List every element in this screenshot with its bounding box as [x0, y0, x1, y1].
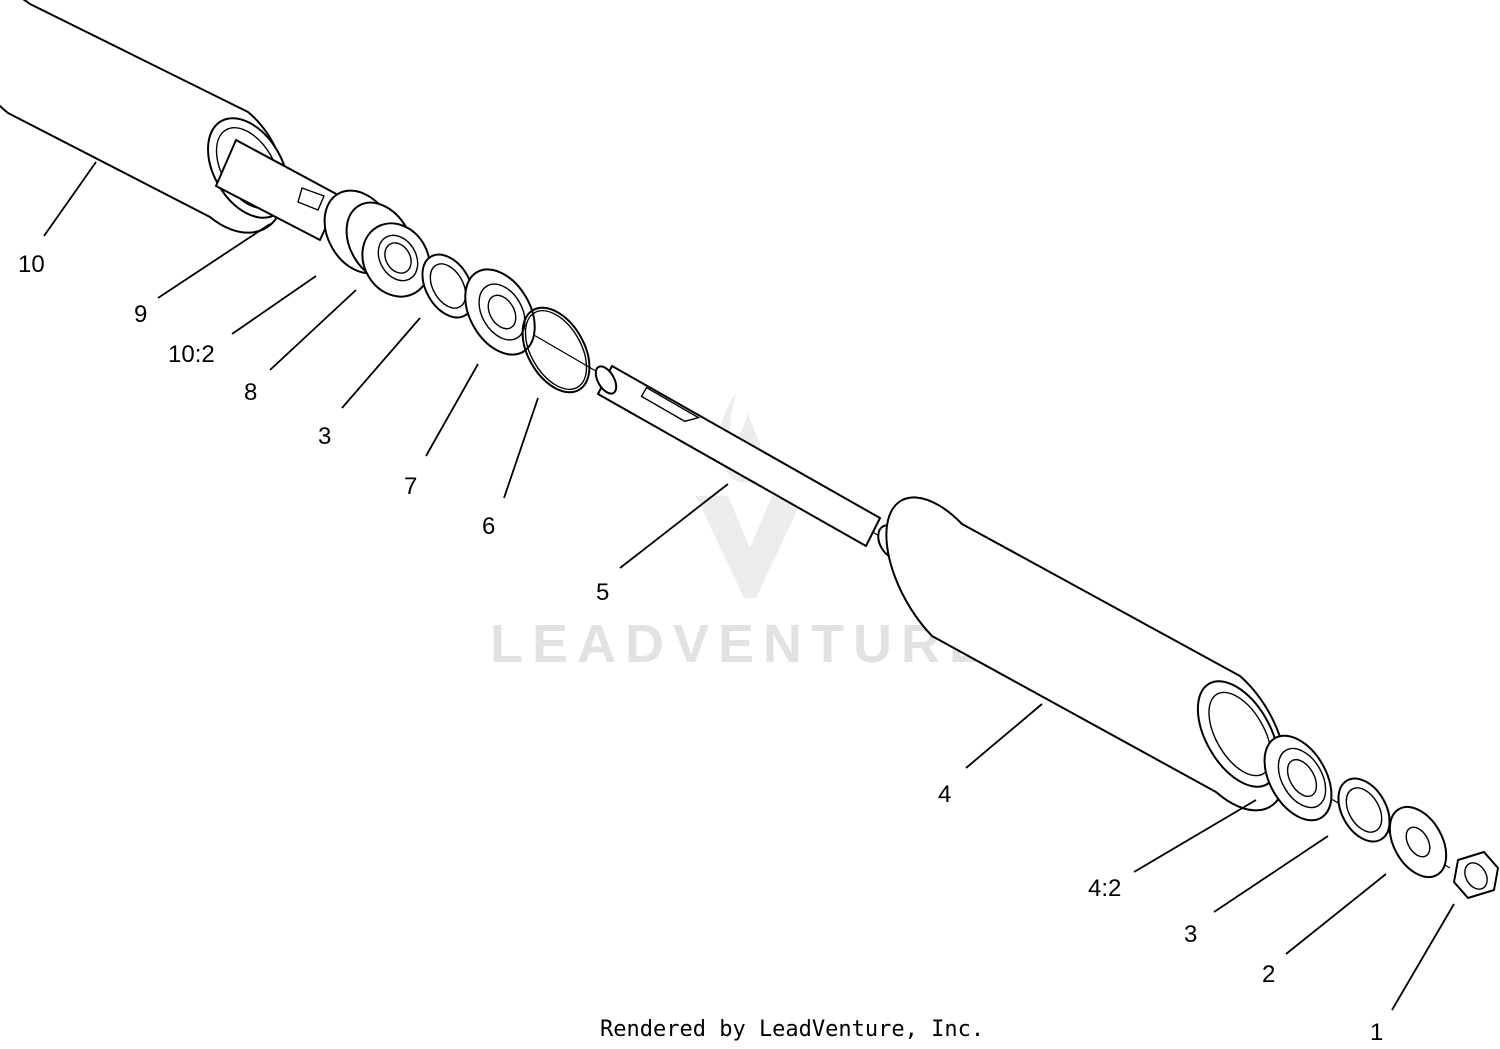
- part-3-washer-upper: [421, 253, 475, 319]
- leader-10: [43, 161, 97, 237]
- leader-2: [1285, 873, 1387, 955]
- callout-4-2: 4:2: [1088, 875, 1121, 902]
- part-4-tube: [885, 496, 1288, 812]
- callout-2: 2: [1262, 961, 1275, 988]
- callout-7: 7: [404, 473, 417, 500]
- part-2-washer: [1388, 805, 1448, 879]
- callout-6: 6: [482, 513, 495, 540]
- footer-credit: Rendered by LeadVenture, Inc.: [600, 1017, 984, 1042]
- part-4-2-bearing: [1263, 734, 1333, 822]
- part-3-washer-lower: [1337, 777, 1391, 843]
- part-7-bearing: [464, 268, 536, 356]
- callout-8: 8: [244, 379, 257, 406]
- callout-5: 5: [596, 579, 609, 606]
- leader-7: [425, 363, 479, 457]
- leader-3b: [1213, 835, 1329, 913]
- callout-3-upper: 3: [318, 423, 331, 450]
- callout-9: 9: [134, 301, 147, 328]
- leader-4-2: [1133, 799, 1257, 873]
- part-1-nut: [1453, 851, 1499, 899]
- part-9-shaft: [215, 139, 341, 241]
- leader-3a: [341, 317, 421, 409]
- callout-1: 1: [1370, 1019, 1383, 1046]
- part-5-spindle: [594, 365, 907, 560]
- callout-4: 4: [938, 781, 951, 808]
- leader-4: [965, 703, 1043, 769]
- watermark-text: LEADVENTURE: [490, 614, 994, 674]
- leader-5: [619, 483, 729, 569]
- leader-1: [1391, 903, 1455, 1011]
- leader-9: [157, 223, 271, 299]
- callout-10: 10: [18, 251, 45, 278]
- callout-3-lower: 3: [1184, 921, 1197, 948]
- leader-8: [269, 289, 357, 371]
- leader-6: [503, 397, 539, 499]
- callout-10-2: 10:2: [168, 341, 215, 368]
- part-8-collar: [323, 189, 431, 298]
- part-6-o-ring: [521, 306, 591, 394]
- leader-10-2: [231, 275, 317, 335]
